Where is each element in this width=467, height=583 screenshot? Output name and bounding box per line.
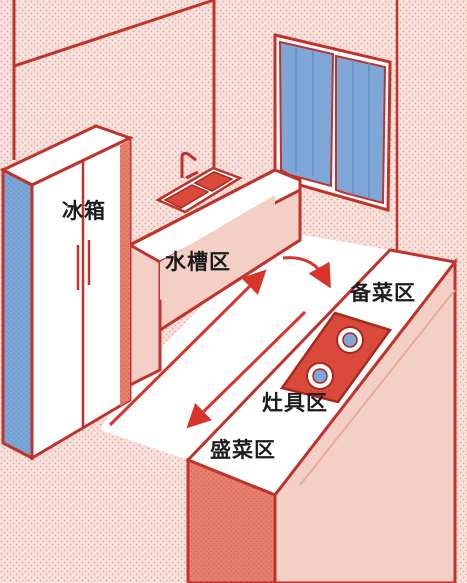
burner-icon-front	[306, 362, 334, 390]
prep-zone-label: 备菜区	[350, 281, 416, 305]
fridge-icon	[0, 124, 134, 461]
workflow-arrow-icon	[108, 256, 331, 429]
sink-zone-label: 水槽区	[165, 250, 231, 274]
stove-icon	[279, 311, 393, 404]
stove-zone-label: 灶具区	[262, 391, 328, 415]
burner-icon-back	[336, 326, 364, 354]
sink-icon	[155, 151, 243, 214]
window-icon	[273, 33, 392, 212]
serving-zone-label: 盛菜区	[210, 438, 276, 462]
fridge-label: 冰箱	[62, 199, 106, 223]
